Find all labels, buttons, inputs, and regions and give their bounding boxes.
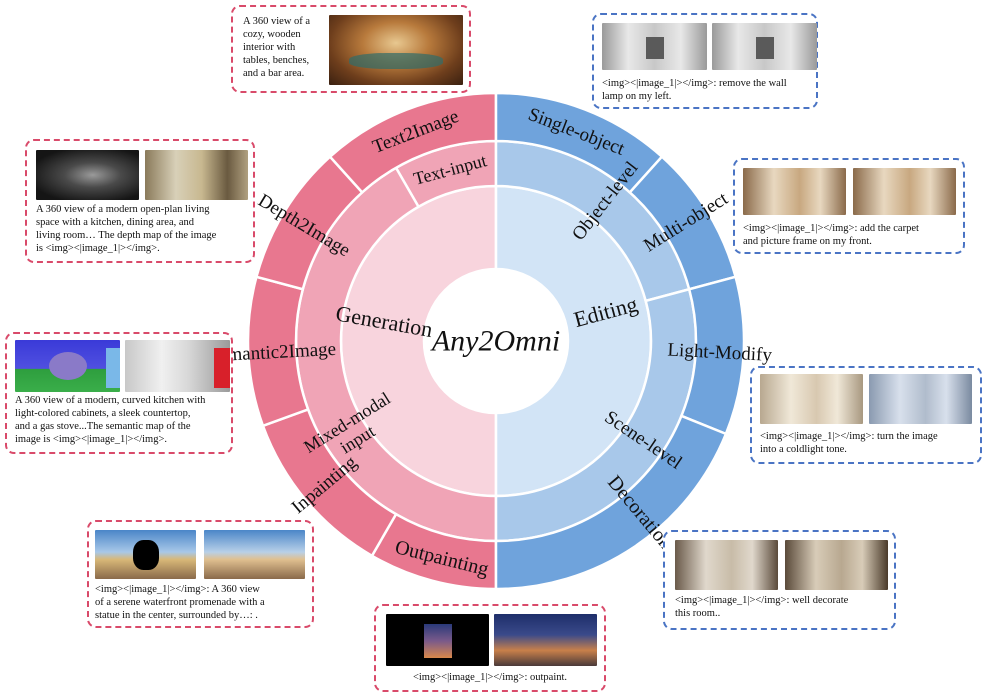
center-circle xyxy=(424,269,568,413)
card-line: <img><|image_1|></img>: turn the image xyxy=(760,431,938,442)
card-multi-object-text: <img><|image_1|></img>: add the carpet a… xyxy=(743,222,963,248)
card-line: A 360 view of a xyxy=(243,16,311,27)
card-semantic2image-text: A 360 view of a modern, curved kitchen w… xyxy=(15,394,231,446)
card-line: is <img><|image_1|></img>. xyxy=(36,243,160,254)
card-multi-object: <img><|image_1|></img>: add the carpet a… xyxy=(733,158,965,254)
card-depth2image: A 360 view of a modern open-plan living … xyxy=(25,139,255,263)
card-line: of a serene waterfront promenade with a xyxy=(95,597,265,608)
card-line: A 360 view of a modern, curved kitchen w… xyxy=(15,395,206,406)
card-line: <img><|image_1|></img>: A 360 view xyxy=(95,584,260,595)
masked-panorama-image xyxy=(95,530,196,579)
card-semantic2image: A 360 view of a modern, curved kitchen w… xyxy=(5,332,233,454)
card-line: into a coldlight tone. xyxy=(760,444,847,455)
card-line: space with a kitchen, dining area, and xyxy=(36,217,195,228)
panorama-image xyxy=(602,23,707,70)
card-line: A 360 view of a modern open-plan living xyxy=(36,204,210,215)
card-line: light-colored cabinets, a sleek countert… xyxy=(15,408,191,419)
card-depth2image-text: A 360 view of a modern open-plan living … xyxy=(36,203,251,255)
panorama-image xyxy=(675,540,778,590)
card-line: living room… The depth map of the image xyxy=(36,230,217,241)
card-line: lamp on my left. xyxy=(602,91,672,102)
panorama-image xyxy=(760,374,863,424)
card-single-object: <img><|image_1|></img>: remove the wall … xyxy=(592,13,818,109)
cropped-panorama-image xyxy=(386,614,489,666)
card-line: this room.. xyxy=(675,608,721,619)
semantic-map-image xyxy=(15,340,120,392)
panorama-image xyxy=(125,340,230,392)
panorama-image xyxy=(743,168,846,215)
card-text2image: A 360 view of a cozy, wooden interior wi… xyxy=(231,5,471,93)
card-decoration-text: <img><|image_1|></img>: well decorate th… xyxy=(675,594,891,620)
card-line: and a bar area. xyxy=(243,68,305,79)
card-line: interior with xyxy=(243,42,296,53)
card-line: <img><|image_1|></img>: remove the wall xyxy=(602,78,787,89)
card-outpainting: <img><|image_1|></img>: outpaint. xyxy=(374,604,606,692)
card-decoration: <img><|image_1|></img>: well decorate th… xyxy=(663,530,896,630)
card-line: and a gas stove...The semantic map of th… xyxy=(15,421,191,432)
panorama-image xyxy=(712,23,817,70)
card-line: <img><|image_1|></img>: well decorate xyxy=(675,595,849,606)
card-line: image is <img><|image_1|></img>. xyxy=(15,434,168,445)
panorama-image xyxy=(145,150,248,200)
card-line: <img><|image_1|></img>: add the carpet xyxy=(743,223,919,234)
card-line: tables, benches, xyxy=(243,55,310,66)
card-outpainting-text: <img><|image_1|></img>: outpaint. xyxy=(376,671,604,684)
card-line: <img><|image_1|></img>: outpaint. xyxy=(412,672,568,683)
card-line: cozy, wooden xyxy=(243,29,301,40)
card-inpainting: <img><|image_1|></img>: A 360 view of a … xyxy=(87,520,314,628)
center-title: Any2Omni xyxy=(430,325,560,358)
card-single-object-text: <img><|image_1|></img>: remove the wall … xyxy=(602,77,816,103)
depth-map-image xyxy=(36,150,139,200)
decoration-sector xyxy=(494,414,728,591)
card-line: statue in the center, surrounded by…: . xyxy=(95,610,258,621)
card-inpainting-text: <img><|image_1|></img>: A 360 view of a … xyxy=(95,583,309,622)
panorama-image xyxy=(853,168,956,215)
panorama-image xyxy=(329,15,463,85)
panorama-image xyxy=(785,540,888,590)
panorama-image xyxy=(204,530,305,579)
panorama-image xyxy=(869,374,972,424)
panorama-image xyxy=(494,614,597,666)
card-light-modify: <img><|image_1|></img>: turn the image i… xyxy=(750,366,982,464)
card-light-modify-text: <img><|image_1|></img>: turn the image i… xyxy=(760,430,980,456)
card-line: and picture frame on my front. xyxy=(743,236,872,247)
card-text2image-text: A 360 view of a cozy, wooden interior wi… xyxy=(243,15,333,80)
